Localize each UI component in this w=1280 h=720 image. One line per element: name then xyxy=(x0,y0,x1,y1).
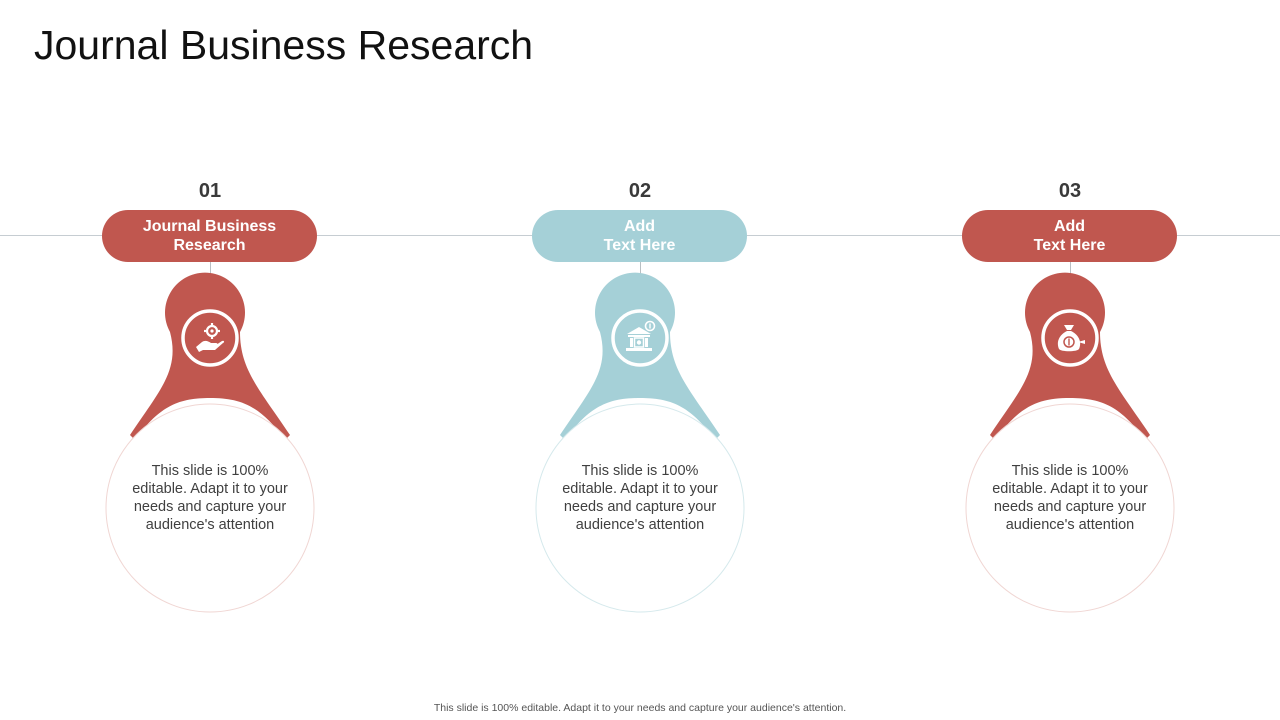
step-1: 01 Journal Business Research This slide … xyxy=(100,0,320,640)
step-2: 02 Add Text Here This slide is 100% edit… xyxy=(530,0,750,640)
pin-shape xyxy=(105,272,315,613)
footer-note: This slide is 100% editable. Adapt it to… xyxy=(433,702,847,714)
step-number: 02 xyxy=(628,180,652,202)
step-description: This slide is 100% editable. Adapt it to… xyxy=(562,463,718,533)
step-description: This slide is 100% editable. Adapt it to… xyxy=(992,463,1148,533)
bank-dollar-icon xyxy=(626,320,656,351)
pin-shape xyxy=(965,272,1175,613)
step-number: 03 xyxy=(1058,180,1082,202)
money-bag-icon xyxy=(1057,325,1085,352)
step-label: Add Text Here xyxy=(1033,218,1106,254)
step-label-pill: Journal Business Research xyxy=(102,210,317,262)
step-description: This slide is 100% editable. Adapt it to… xyxy=(132,463,288,533)
step-label-pill: Add Text Here xyxy=(962,210,1177,262)
pin-shape xyxy=(535,272,745,613)
step-number: 01 xyxy=(198,180,222,202)
page-title: Journal Business Research xyxy=(34,22,534,68)
step-3: 03 Add Text Here This slide is 100% edit… xyxy=(960,0,1180,640)
hand-gear-icon xyxy=(196,323,225,352)
step-label: Add Text Here xyxy=(603,218,676,254)
step-label-pill: Add Text Here xyxy=(532,210,747,262)
step-label: Journal Business Research xyxy=(142,218,277,254)
